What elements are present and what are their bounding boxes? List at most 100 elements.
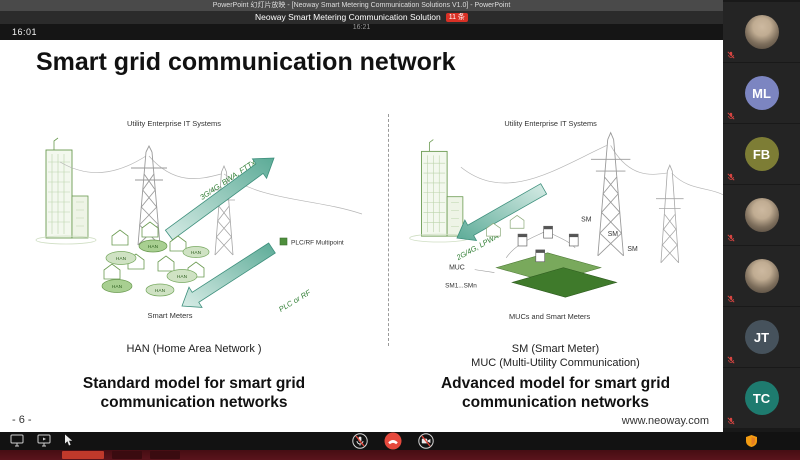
avatar: ML xyxy=(744,76,779,110)
smart-meters-label: Smart Meters xyxy=(147,311,192,320)
end-call-button[interactable] xyxy=(384,432,402,450)
meeting-title: Neoway Smart Metering Communication Solu… xyxy=(255,12,441,22)
advanced-model-column: Utility Enterprise IT Systems xyxy=(388,110,723,412)
han-label: HAN xyxy=(155,288,166,294)
downlink-arrow xyxy=(181,242,276,308)
mic-muted-icon xyxy=(727,417,735,425)
legend-label: PLC/RF Multipoint xyxy=(291,240,344,247)
display-button[interactable] xyxy=(10,434,24,447)
mic-muted-icon xyxy=(727,112,735,120)
uplink-arrow xyxy=(164,157,275,241)
participant-tile[interactable] xyxy=(723,2,800,62)
avatar xyxy=(744,259,779,293)
shared-slide-canvas: Smart grid communication network Utility… xyxy=(0,40,723,432)
houses xyxy=(103,221,205,280)
chat-count-badge[interactable]: 11 条 xyxy=(445,13,468,22)
meeting-clock: 16:21 xyxy=(352,24,371,31)
security-shield-button[interactable] xyxy=(746,435,757,447)
presentation-button[interactable] xyxy=(37,434,51,447)
taskbar-item[interactable] xyxy=(150,451,180,459)
houses xyxy=(486,215,525,237)
han-label: HAN xyxy=(148,244,159,250)
han-label: HAN xyxy=(112,284,123,290)
advanced-model-diagram: Utility Enterprise IT Systems xyxy=(409,119,723,321)
mucs-meters-label: MUCs and Smart Meters xyxy=(509,312,590,321)
mic-muted-icon xyxy=(727,173,735,181)
windows-taskbar xyxy=(0,450,800,460)
downlink-label: PLC or RF xyxy=(277,288,312,314)
avatar xyxy=(744,198,779,232)
utility-building xyxy=(409,139,470,243)
participant-tile[interactable]: FB xyxy=(723,124,800,184)
display-icon xyxy=(10,434,24,447)
slide-divider xyxy=(388,114,389,346)
website-url: www.neoway.com xyxy=(621,415,709,427)
taskbar-item[interactable] xyxy=(112,451,142,459)
smart-meter-box xyxy=(517,225,579,263)
han-ovals: HAN HAN HAN HAN HAN HAN xyxy=(101,239,210,297)
sm-caption: SM (Smart Meter) xyxy=(511,343,600,355)
participant-tile[interactable]: ML xyxy=(723,63,800,123)
mic-muted-icon xyxy=(352,433,368,449)
mic-muted-icon xyxy=(727,295,735,303)
muc-label: MUC xyxy=(449,265,465,272)
pointer-button[interactable] xyxy=(64,434,74,447)
transmission-tower xyxy=(590,131,631,257)
advanced-model-title: Advanced model for smart grid communicat… xyxy=(440,375,671,411)
pointer-icon xyxy=(65,434,73,446)
window-title: PowerPoint 幻灯片放映 - [Neoway Smart Meterin… xyxy=(0,0,723,11)
han-label: HAN xyxy=(191,250,202,256)
avatar-initials: TC xyxy=(752,390,771,406)
left-captions: HAN (Home Area Network ) xyxy=(0,342,388,372)
sm-label: SM xyxy=(581,216,592,223)
window-header: PowerPoint 幻灯片放映 - [Neoway Smart Meterin… xyxy=(0,0,723,40)
sm-range-label: SM1...SMn xyxy=(445,282,477,289)
mic-muted-icon xyxy=(727,356,735,364)
participant-tile[interactable]: JT xyxy=(723,307,800,367)
lpwa-arrow xyxy=(456,183,548,242)
avatar xyxy=(744,15,779,49)
right-captions: SM (Smart Meter) MUC (Multi-Utility Comm… xyxy=(388,342,723,372)
page-number: - 6 - xyxy=(12,414,32,426)
header-strip: 16:21 16:01 xyxy=(0,24,723,40)
avatar-initials: FB xyxy=(752,146,771,162)
avatar: TC xyxy=(744,381,779,415)
standard-model-column: Utility Enterprise IT Systems xyxy=(0,110,388,412)
camera-off-icon xyxy=(418,433,434,449)
camera-off-button[interactable] xyxy=(418,433,434,449)
participant-tile[interactable] xyxy=(723,246,800,306)
taskbar-active-item[interactable] xyxy=(62,451,104,459)
slide-title: Smart grid communication network xyxy=(36,48,456,76)
meter-cluster xyxy=(474,225,618,298)
end-call-icon xyxy=(384,432,402,450)
mic-muted-icon xyxy=(727,51,735,59)
mic-muted-icon xyxy=(727,234,735,242)
meeting-titlebar: Neoway Smart Metering Communication Solu… xyxy=(0,11,723,24)
sm-label: SM xyxy=(608,231,619,238)
participants-sidebar: ML FB JT TC xyxy=(723,0,800,432)
utility-building xyxy=(35,137,97,245)
muc-caption: MUC (Multi-Utility Communication) xyxy=(471,357,640,369)
sm-label: SM xyxy=(627,246,638,253)
transmission-tower xyxy=(656,164,684,263)
avatar-initials: JT xyxy=(753,329,770,345)
avatar: FB xyxy=(744,137,779,171)
avatar: JT xyxy=(744,320,779,354)
participant-tile[interactable] xyxy=(723,185,800,245)
han-label: HAN xyxy=(177,274,188,280)
avatar-initials: ML xyxy=(752,85,771,101)
elapsed-time: 16:01 xyxy=(12,27,38,37)
call-control-bar xyxy=(0,432,800,450)
participant-tile[interactable]: TC xyxy=(723,368,800,428)
diagram-row: Utility Enterprise IT Systems xyxy=(0,110,723,412)
standard-model-title: Standard model for smart grid communicat… xyxy=(82,375,306,411)
it-systems-label: Utility Enterprise IT Systems xyxy=(504,119,597,128)
power-lines xyxy=(460,145,723,196)
presentation-icon xyxy=(37,434,51,447)
it-systems-label: Utility Enterprise IT Systems xyxy=(127,119,221,128)
han-caption: HAN (Home Area Network ) xyxy=(126,343,262,355)
plc-rf-legend: PLC/RF Multipoint xyxy=(279,237,344,247)
mic-muted-button[interactable] xyxy=(352,433,368,449)
standard-model-diagram: Utility Enterprise IT Systems xyxy=(35,119,363,320)
